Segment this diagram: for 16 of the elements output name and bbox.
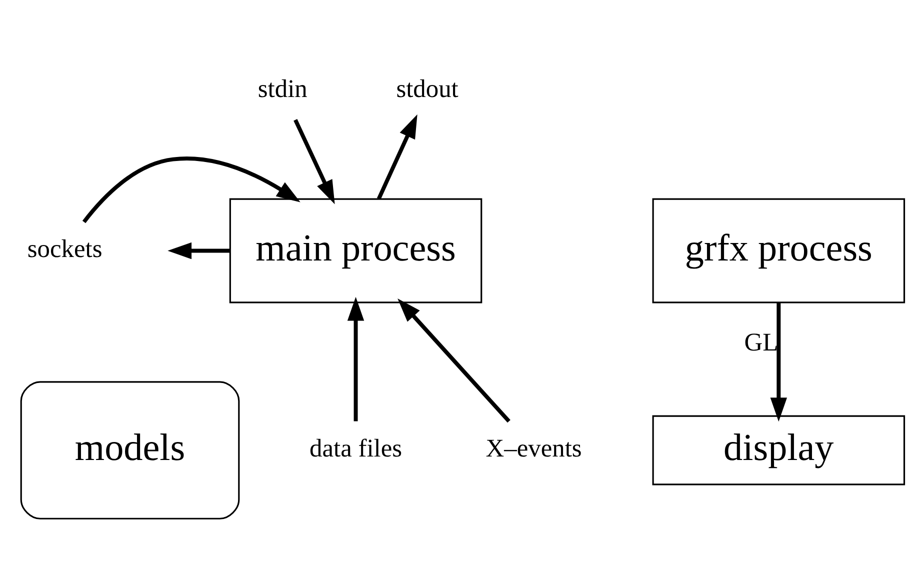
- node-box: models: [20, 381, 240, 520]
- arrow: [82, 156, 300, 224]
- arrow: [294, 119, 335, 204]
- node-box: main process: [229, 198, 482, 304]
- arrow: [347, 296, 364, 422]
- node-text: sockets: [27, 234, 102, 263]
- arrow: [376, 114, 418, 200]
- node-text: X–events: [486, 433, 582, 462]
- arrow: [770, 302, 788, 422]
- arrow: [168, 242, 230, 260]
- node-text: data files: [310, 433, 402, 462]
- node-box: display: [652, 415, 906, 486]
- node-text: stdout: [396, 74, 458, 104]
- node-box: grfx process: [652, 198, 906, 304]
- arrow: [398, 298, 510, 423]
- node-text: stdin: [258, 74, 308, 104]
